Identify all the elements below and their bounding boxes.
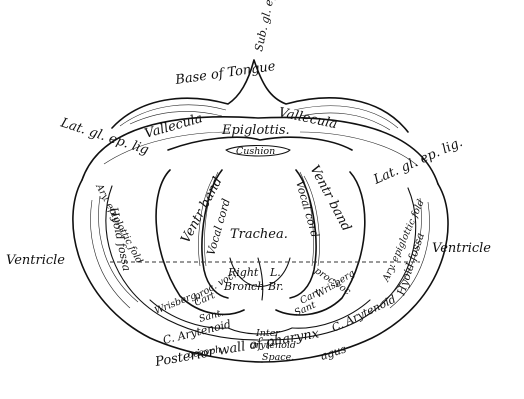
bronchi-divider: [258, 258, 263, 300]
sant-right-label: Sant: [293, 300, 318, 319]
space-label: Space.: [262, 352, 294, 363]
subglottic-lig-label: Sub. gl. ep. lig: [252, 0, 282, 53]
epiglottis-label: Epiglottis.: [221, 123, 290, 138]
base-of-tongue-label: Base of Tongue: [173, 59, 276, 88]
wrisberg-left-label: Wrisberg: [153, 290, 198, 317]
trachea-label: Trachea.: [230, 227, 288, 242]
cushion-label: Cushion: [236, 146, 275, 157]
ventricle-left-label: Ventricle: [6, 253, 65, 268]
agus-label: agus: [319, 342, 348, 363]
lat-gl-ep-lig-right-label: Lat. gl. ep. lig.: [371, 135, 465, 188]
lat-gl-ep-lig-left-label: Lat. gl. ep. lig: [58, 115, 151, 158]
ventricle-right-label: Ventricle: [432, 241, 491, 256]
left-bronch-label-2: Br.: [267, 280, 284, 293]
left-bronch-label-1: L.: [269, 266, 281, 279]
